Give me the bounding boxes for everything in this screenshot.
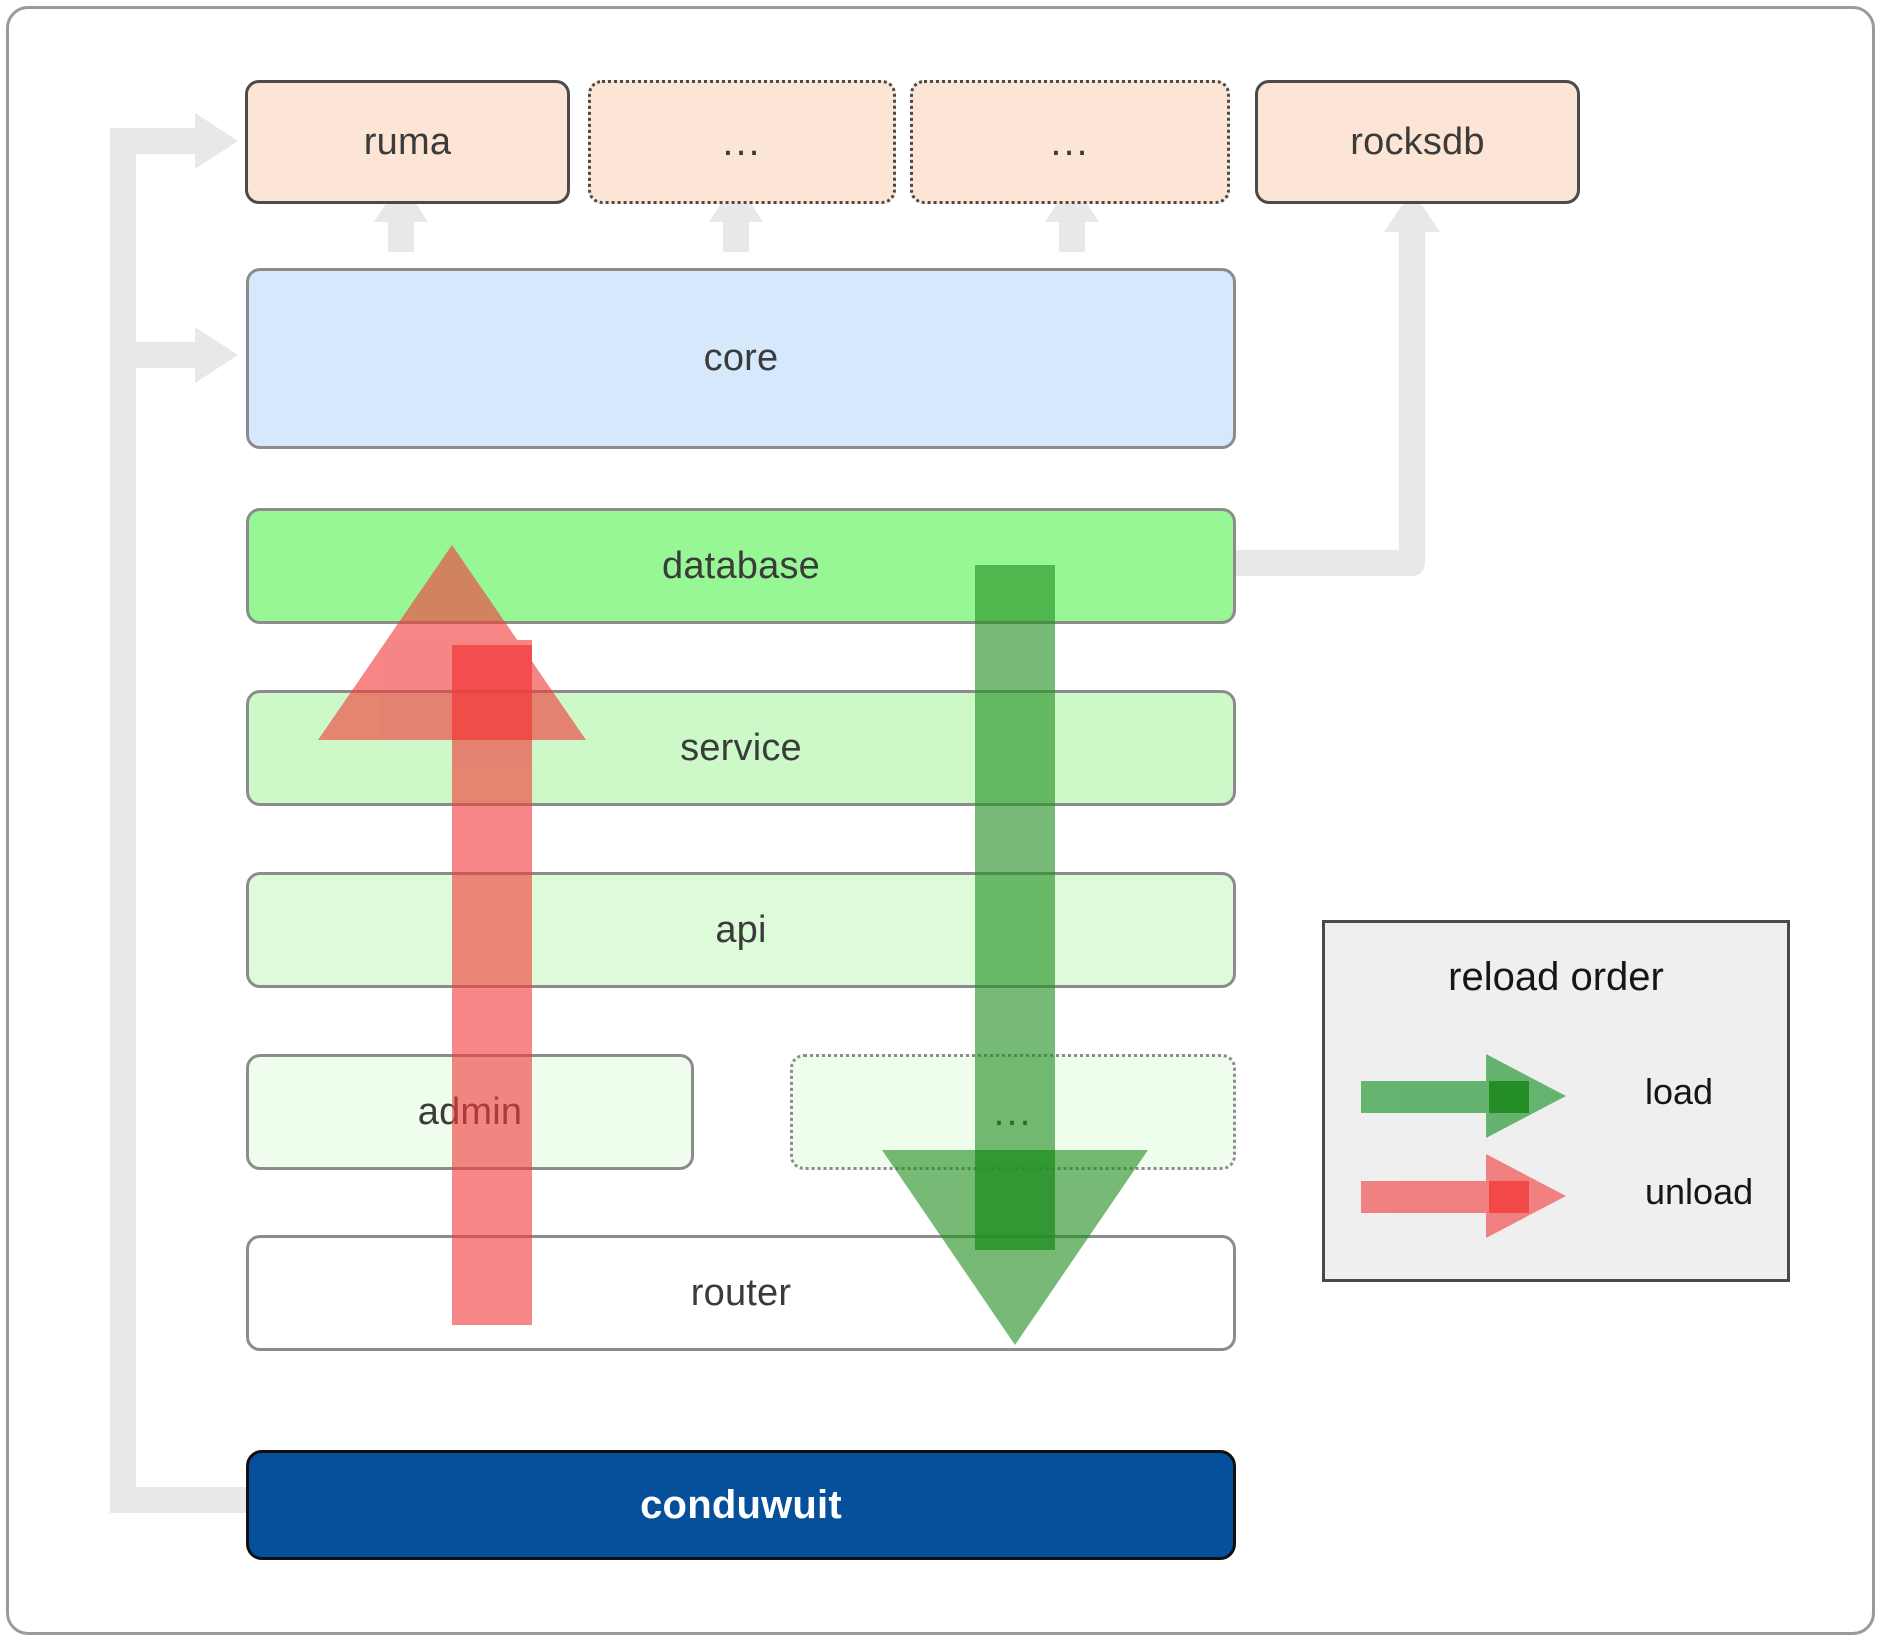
layer-box-admin[interactable]: admin — [246, 1054, 694, 1170]
layer-label-admin: admin — [417, 1090, 523, 1133]
layer-label-placeholder: ... — [993, 1090, 1033, 1134]
layer-box-api[interactable]: api — [246, 872, 1236, 988]
legend-title: reload order — [1448, 955, 1664, 999]
layer-box-core[interactable]: core — [246, 268, 1236, 449]
legend-label-load: load — [1645, 1071, 1714, 1112]
library-box-placeholder-1[interactable]: ... — [588, 80, 896, 204]
library-box-ruma[interactable]: ruma — [245, 80, 570, 204]
library-box-placeholder-2[interactable]: ... — [910, 80, 1230, 204]
diagram-frame — [6, 6, 1875, 1635]
root-label-conduwuit: conduwuit — [640, 1482, 842, 1527]
layer-label-api: api — [715, 908, 767, 951]
library-label-rocksdb: rocksdb — [1350, 120, 1485, 163]
layer-label-router: router — [690, 1271, 792, 1314]
root-box-conduwuit[interactable]: conduwuit — [246, 1450, 1236, 1560]
layer-box-router[interactable]: router — [246, 1235, 1236, 1351]
legend-load-arrow — [1361, 1054, 1566, 1138]
library-label-placeholder-2: ... — [1050, 120, 1090, 164]
library-box-rocksdb[interactable]: rocksdb — [1255, 80, 1580, 204]
legend-panel: reload order load unload — [1322, 920, 1790, 1282]
layer-label-database: database — [662, 544, 820, 587]
library-label-ruma: ruma — [363, 120, 452, 163]
layer-label-core: core — [703, 337, 779, 379]
layer-box-placeholder[interactable]: ... — [790, 1054, 1236, 1170]
layer-box-service[interactable]: service — [246, 690, 1236, 806]
layer-box-database[interactable]: database — [246, 508, 1236, 624]
legend-label-unload: unload — [1645, 1171, 1754, 1212]
library-label-placeholder-1: ... — [722, 120, 762, 164]
legend-unload-arrow — [1361, 1154, 1566, 1238]
layer-label-service: service — [680, 726, 802, 769]
